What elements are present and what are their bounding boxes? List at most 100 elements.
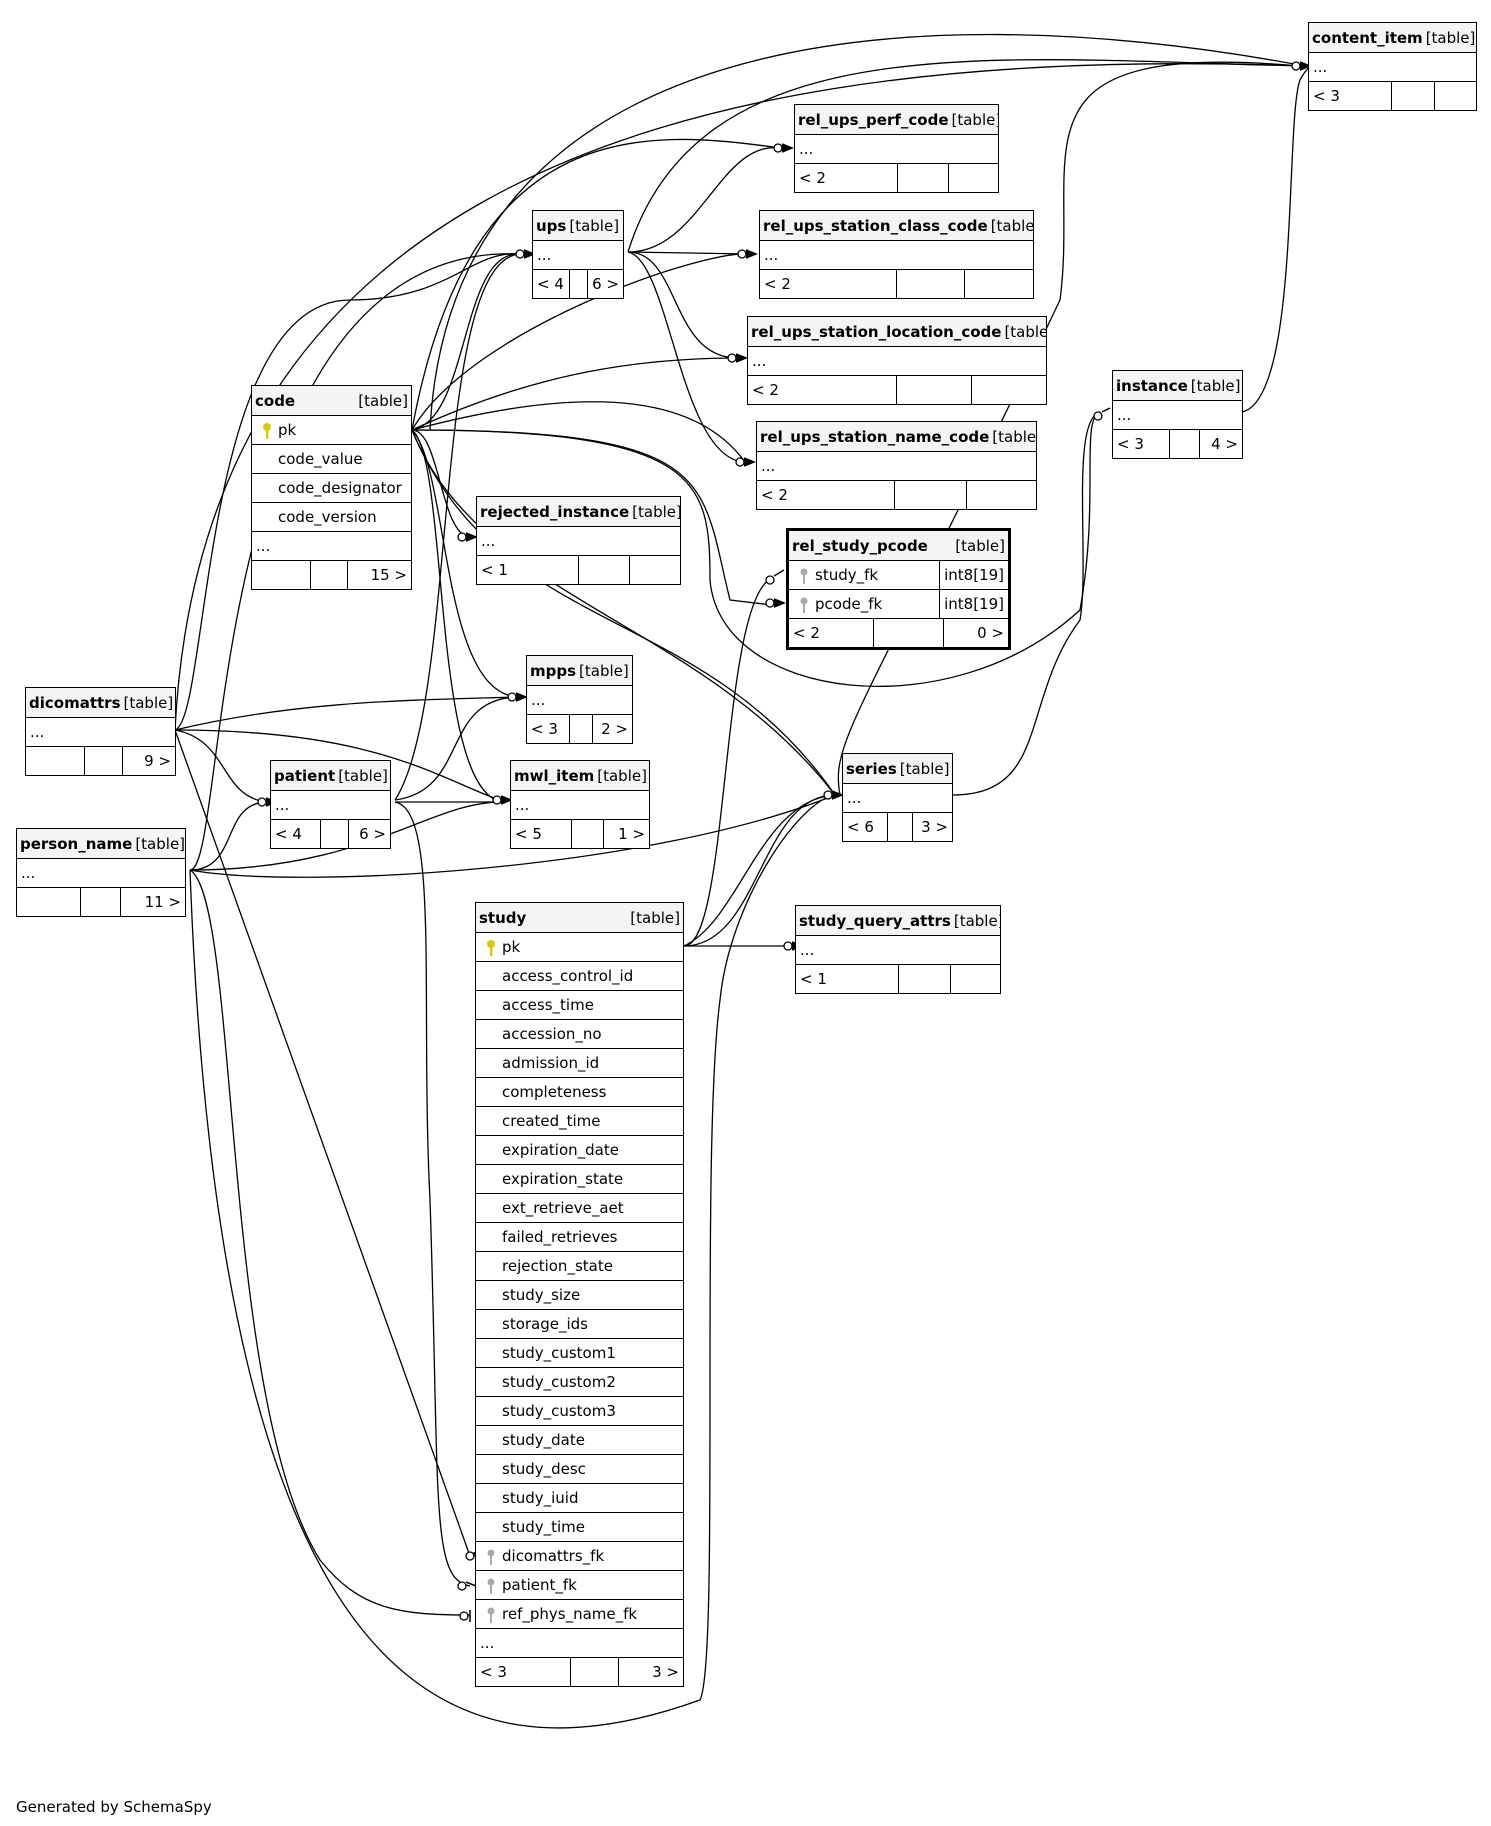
children-count — [950, 965, 1000, 993]
parents-count: < 2 — [799, 169, 826, 187]
foreign-key-icon — [487, 1578, 495, 1594]
optional-marker — [457, 1581, 467, 1591]
children-count: 3 > — [912, 813, 952, 841]
table-footer: < 2 — [760, 269, 1033, 298]
column-accession-no[interactable]: accession_no — [476, 1019, 683, 1048]
table-rel-ups-station-location-code[interactable]: rel_ups_station_location_code[table] ...… — [747, 316, 1047, 405]
parents-count: < 3 — [531, 720, 558, 738]
table-rel-ups-perf-code[interactable]: rel_ups_perf_code[table] ... < 2 — [794, 104, 999, 193]
table-name: code — [255, 391, 296, 410]
table-name: series — [846, 759, 897, 778]
column-name: storage_ids — [502, 1315, 588, 1333]
table-name: content_item — [1312, 28, 1423, 47]
edge-study-person-name — [189, 869, 471, 1616]
table-footer: 11 > — [17, 887, 185, 916]
column-access-control-id[interactable]: access_control_id — [476, 961, 683, 990]
edge-study-patient — [394, 801, 471, 1587]
edge-perf-code-code — [411, 138, 781, 431]
optional-marker — [765, 598, 775, 608]
children-count: 6 > — [348, 820, 390, 848]
column-code-designator[interactable]: code_designator — [252, 473, 411, 502]
more-columns: ... — [271, 790, 390, 819]
parents-count: < 2 — [764, 275, 791, 293]
edge-mpps-code — [411, 429, 521, 698]
column-ref-phys-name-fk[interactable]: ref_phys_name_fk — [476, 1599, 683, 1628]
parents-count: < 3 — [480, 1663, 507, 1681]
table-footer: 9 > — [26, 746, 175, 775]
column-pk[interactable]: pk — [476, 932, 683, 961]
column-study-date[interactable]: study_date — [476, 1425, 683, 1454]
table-rel-ups-station-class-code[interactable]: rel_ups_station_class_code[table] ... < … — [759, 210, 1034, 299]
more-columns: ... — [477, 526, 680, 555]
column-study-time[interactable]: study_time — [476, 1512, 683, 1541]
column-name: expiration_date — [502, 1141, 619, 1159]
column-study-custom1[interactable]: study_custom1 — [476, 1338, 683, 1367]
table-dicomattrs[interactable]: dicomattrs[table] ... 9 > — [25, 687, 176, 776]
column-rejection-state[interactable]: rejection_state — [476, 1251, 683, 1280]
table-type: [table] — [992, 427, 1036, 446]
column-created-time[interactable]: created_time — [476, 1106, 683, 1135]
more-columns: ... — [760, 240, 1033, 269]
column-dicomattrs-fk[interactable]: dicomattrs_fk — [476, 1541, 683, 1570]
table-name: rel_ups_station_name_code — [760, 427, 990, 446]
column-completeness[interactable]: completeness — [476, 1077, 683, 1106]
children-count — [964, 270, 1033, 298]
table-rel-ups-station-name-code[interactable]: rel_ups_station_name_code[table] ... < 2 — [756, 421, 1037, 510]
edge-series-study-2 — [683, 794, 836, 947]
table-name: instance — [1116, 376, 1188, 395]
column-study-iuid[interactable]: study_iuid — [476, 1483, 683, 1512]
column-name: code_version — [278, 508, 377, 526]
edge-content-item-series — [837, 61, 1301, 796]
column-code-value[interactable]: code_value — [252, 444, 411, 473]
column-pk[interactable]: pk — [252, 415, 411, 444]
parents-count: < 1 — [481, 561, 508, 579]
column-name: patient_fk — [502, 1576, 577, 1594]
column-study-custom2[interactable]: study_custom2 — [476, 1367, 683, 1396]
edge-perf-code-ups — [627, 147, 781, 253]
column-expiration-date[interactable]: expiration_date — [476, 1135, 683, 1164]
table-footer: < 4 6 > — [271, 819, 390, 848]
table-study-query-attrs[interactable]: study_query_attrs[table] ... < 1 — [795, 905, 1001, 994]
table-person-name[interactable]: person_name[table] ... 11 > — [16, 828, 186, 917]
table-content-item[interactable]: content_item[table] ... < 3 — [1308, 22, 1477, 111]
column-name: failed_retrieves — [502, 1228, 618, 1246]
column-study-custom3[interactable]: study_custom3 — [476, 1396, 683, 1425]
edge-ups-dicomattrs — [174, 253, 521, 731]
column-failed-retrieves[interactable]: failed_retrieves — [476, 1222, 683, 1251]
table-name: study_query_attrs — [799, 911, 951, 930]
table-name: rel_ups_perf_code — [798, 110, 949, 129]
column-admission-id[interactable]: admission_id — [476, 1048, 683, 1077]
edge-mpps-patient — [394, 696, 521, 801]
column-patient-fk[interactable]: patient_fk — [476, 1570, 683, 1599]
column-access-time[interactable]: access_time — [476, 990, 683, 1019]
column-expiration-state[interactable]: expiration_state — [476, 1164, 683, 1193]
table-code[interactable]: code[table] pk code_value code_designato… — [251, 385, 412, 590]
table-study[interactable]: study[table] pk access_control_id access… — [475, 902, 684, 1687]
table-name: ups — [536, 216, 567, 235]
column-name: completeness — [502, 1083, 607, 1101]
table-footer: < 2 — [795, 163, 998, 192]
foreign-key-icon — [487, 1607, 495, 1623]
column-code-version[interactable]: code_version — [252, 502, 411, 531]
edge-name-code-ups — [627, 251, 746, 463]
column-ext-retrieve-aet[interactable]: ext_retrieve_aet — [476, 1193, 683, 1222]
column-storage-ids[interactable]: storage_ids — [476, 1309, 683, 1338]
column-study-desc[interactable]: study_desc — [476, 1454, 683, 1483]
table-type: [table] — [597, 766, 647, 785]
parents-count: < 4 — [275, 825, 302, 843]
children-count: 6 > — [587, 270, 623, 298]
optional-marker — [735, 457, 745, 467]
column-study-size[interactable]: study_size — [476, 1280, 683, 1309]
table-rejected-instance[interactable]: rejected_instance[table] ... < 1 — [476, 496, 681, 585]
